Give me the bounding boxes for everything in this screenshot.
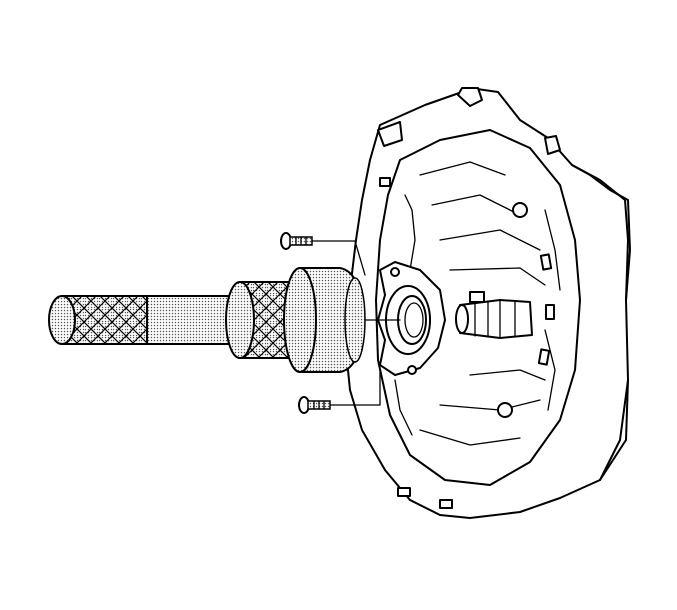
seal-installer-tool bbox=[48, 267, 366, 373]
transmission-housing bbox=[344, 87, 631, 519]
bolt-lower bbox=[298, 396, 331, 414]
mounting-lug-top bbox=[457, 87, 483, 107]
alignment-line-upper bbox=[311, 240, 366, 276]
input-shaft bbox=[455, 291, 533, 339]
bolt-upper bbox=[280, 232, 313, 250]
mounting-lug-right bbox=[544, 135, 561, 155]
housing-boss-lower bbox=[497, 402, 513, 418]
cover-bolt-hole-lower bbox=[407, 365, 417, 375]
alignment-line-lower bbox=[329, 369, 381, 406]
rim-slots bbox=[379, 177, 555, 509]
internal-ribs bbox=[394, 161, 561, 446]
mounting-lug-left bbox=[377, 121, 403, 147]
housing-boss-upper bbox=[512, 202, 528, 218]
cover-bolt-hole-upper bbox=[390, 267, 400, 277]
inner-bell-rim bbox=[375, 129, 581, 486]
case-extension bbox=[571, 164, 629, 481]
